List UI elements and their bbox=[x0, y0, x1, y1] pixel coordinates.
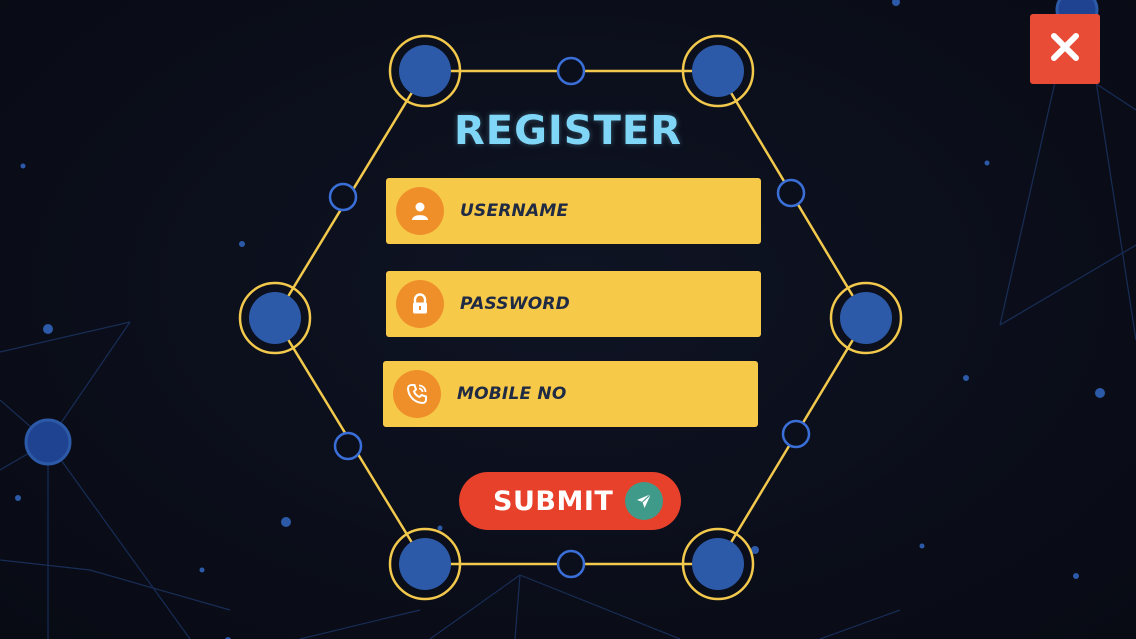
user-icon bbox=[396, 187, 444, 235]
mobile-label: MOBILE NO bbox=[457, 384, 567, 404]
password-label: PASSWORD bbox=[460, 294, 570, 314]
password-field[interactable]: PASSWORD bbox=[386, 271, 761, 337]
send-icon bbox=[625, 482, 663, 520]
frame-small-nodes bbox=[328, 56, 811, 579]
close-icon bbox=[1050, 32, 1080, 66]
submit-button[interactable]: SUBMIT bbox=[459, 472, 681, 530]
register-title: REGISTER bbox=[453, 108, 683, 154]
mobile-field[interactable]: MOBILE NO bbox=[383, 361, 758, 427]
frame-corner-nodes bbox=[238, 34, 903, 601]
phone-icon bbox=[393, 370, 441, 418]
close-button[interactable] bbox=[1030, 14, 1100, 84]
username-field[interactable]: USERNAME bbox=[386, 178, 761, 244]
lock-icon bbox=[396, 280, 444, 328]
username-label: USERNAME bbox=[460, 201, 569, 221]
submit-label: SUBMIT bbox=[493, 485, 614, 517]
